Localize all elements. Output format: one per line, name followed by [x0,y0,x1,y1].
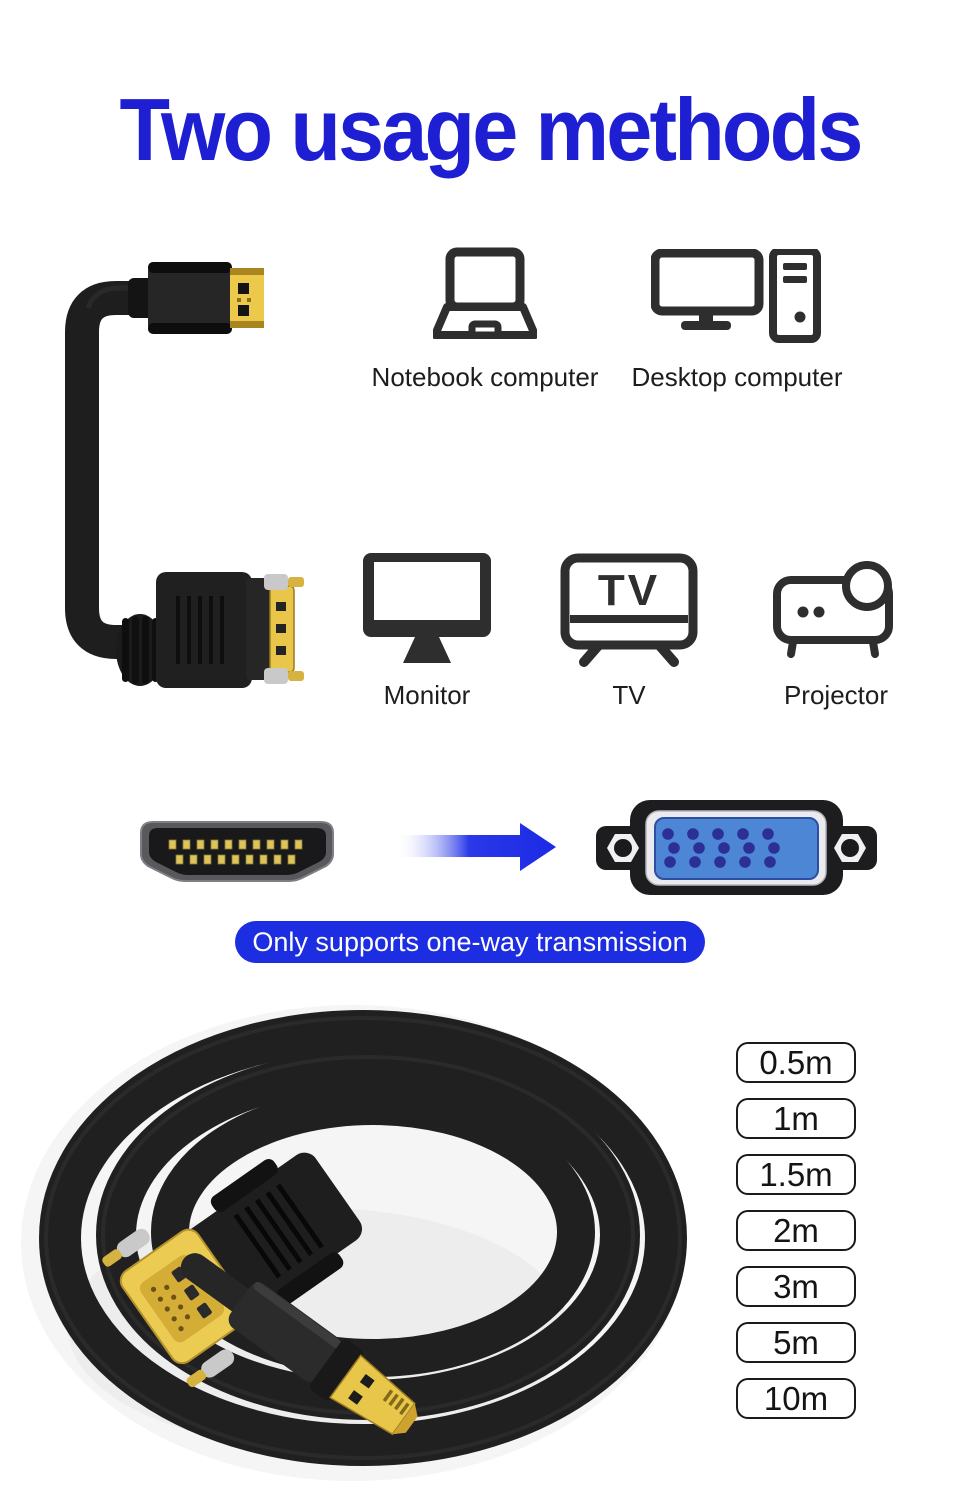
hdmi-pins [168,839,303,865]
length-option: 0.5m [736,1042,856,1083]
vga-connector-icon [596,800,877,895]
device-desktop: Desktop computer [617,244,857,393]
cable-photo-top [65,262,304,688]
length-option: 3m [736,1266,856,1307]
device-label: Notebook computer [371,362,599,392]
length-option: 5m [736,1322,856,1363]
hdmi-connector-icon [140,821,334,882]
device-label: TV [612,680,646,710]
desktop-pc-icon [651,249,823,347]
device-tv: TV TV [509,550,749,711]
device-label: Desktop computer [631,362,843,392]
page-title: Two usage methods [119,80,863,179]
length-option: 1.5m [736,1154,856,1195]
device-monitor: Monitor [307,550,547,711]
hdmi-plug-photo [180,1253,418,1436]
device-label: Monitor [383,680,471,710]
cable-run [65,281,153,659]
tv-glyph: TV [598,566,660,615]
hdmi-plug-icon [128,262,264,334]
length-option: 1m [736,1098,856,1139]
length-option: 2m [736,1210,856,1251]
monitor-icon [363,553,491,663]
device-label: Projector [783,680,889,710]
device-notebook: Notebook computer [365,244,605,393]
device-projector: Projector [716,550,956,711]
length-option: 10m [736,1378,856,1419]
projector-icon [773,558,899,662]
laptop-icon [433,247,537,349]
vga-plug-icon [116,572,304,688]
length-options: 0.5m 1m 1.5m 2m 3m 5m 10m [736,1042,856,1419]
cable-photo-coiled [21,1005,687,1481]
one-way-note: Only supports one-way transmission [235,921,705,963]
tv-icon: TV [560,553,698,667]
right-arrow-icon [398,823,556,871]
vga-pin-holes [662,828,780,868]
